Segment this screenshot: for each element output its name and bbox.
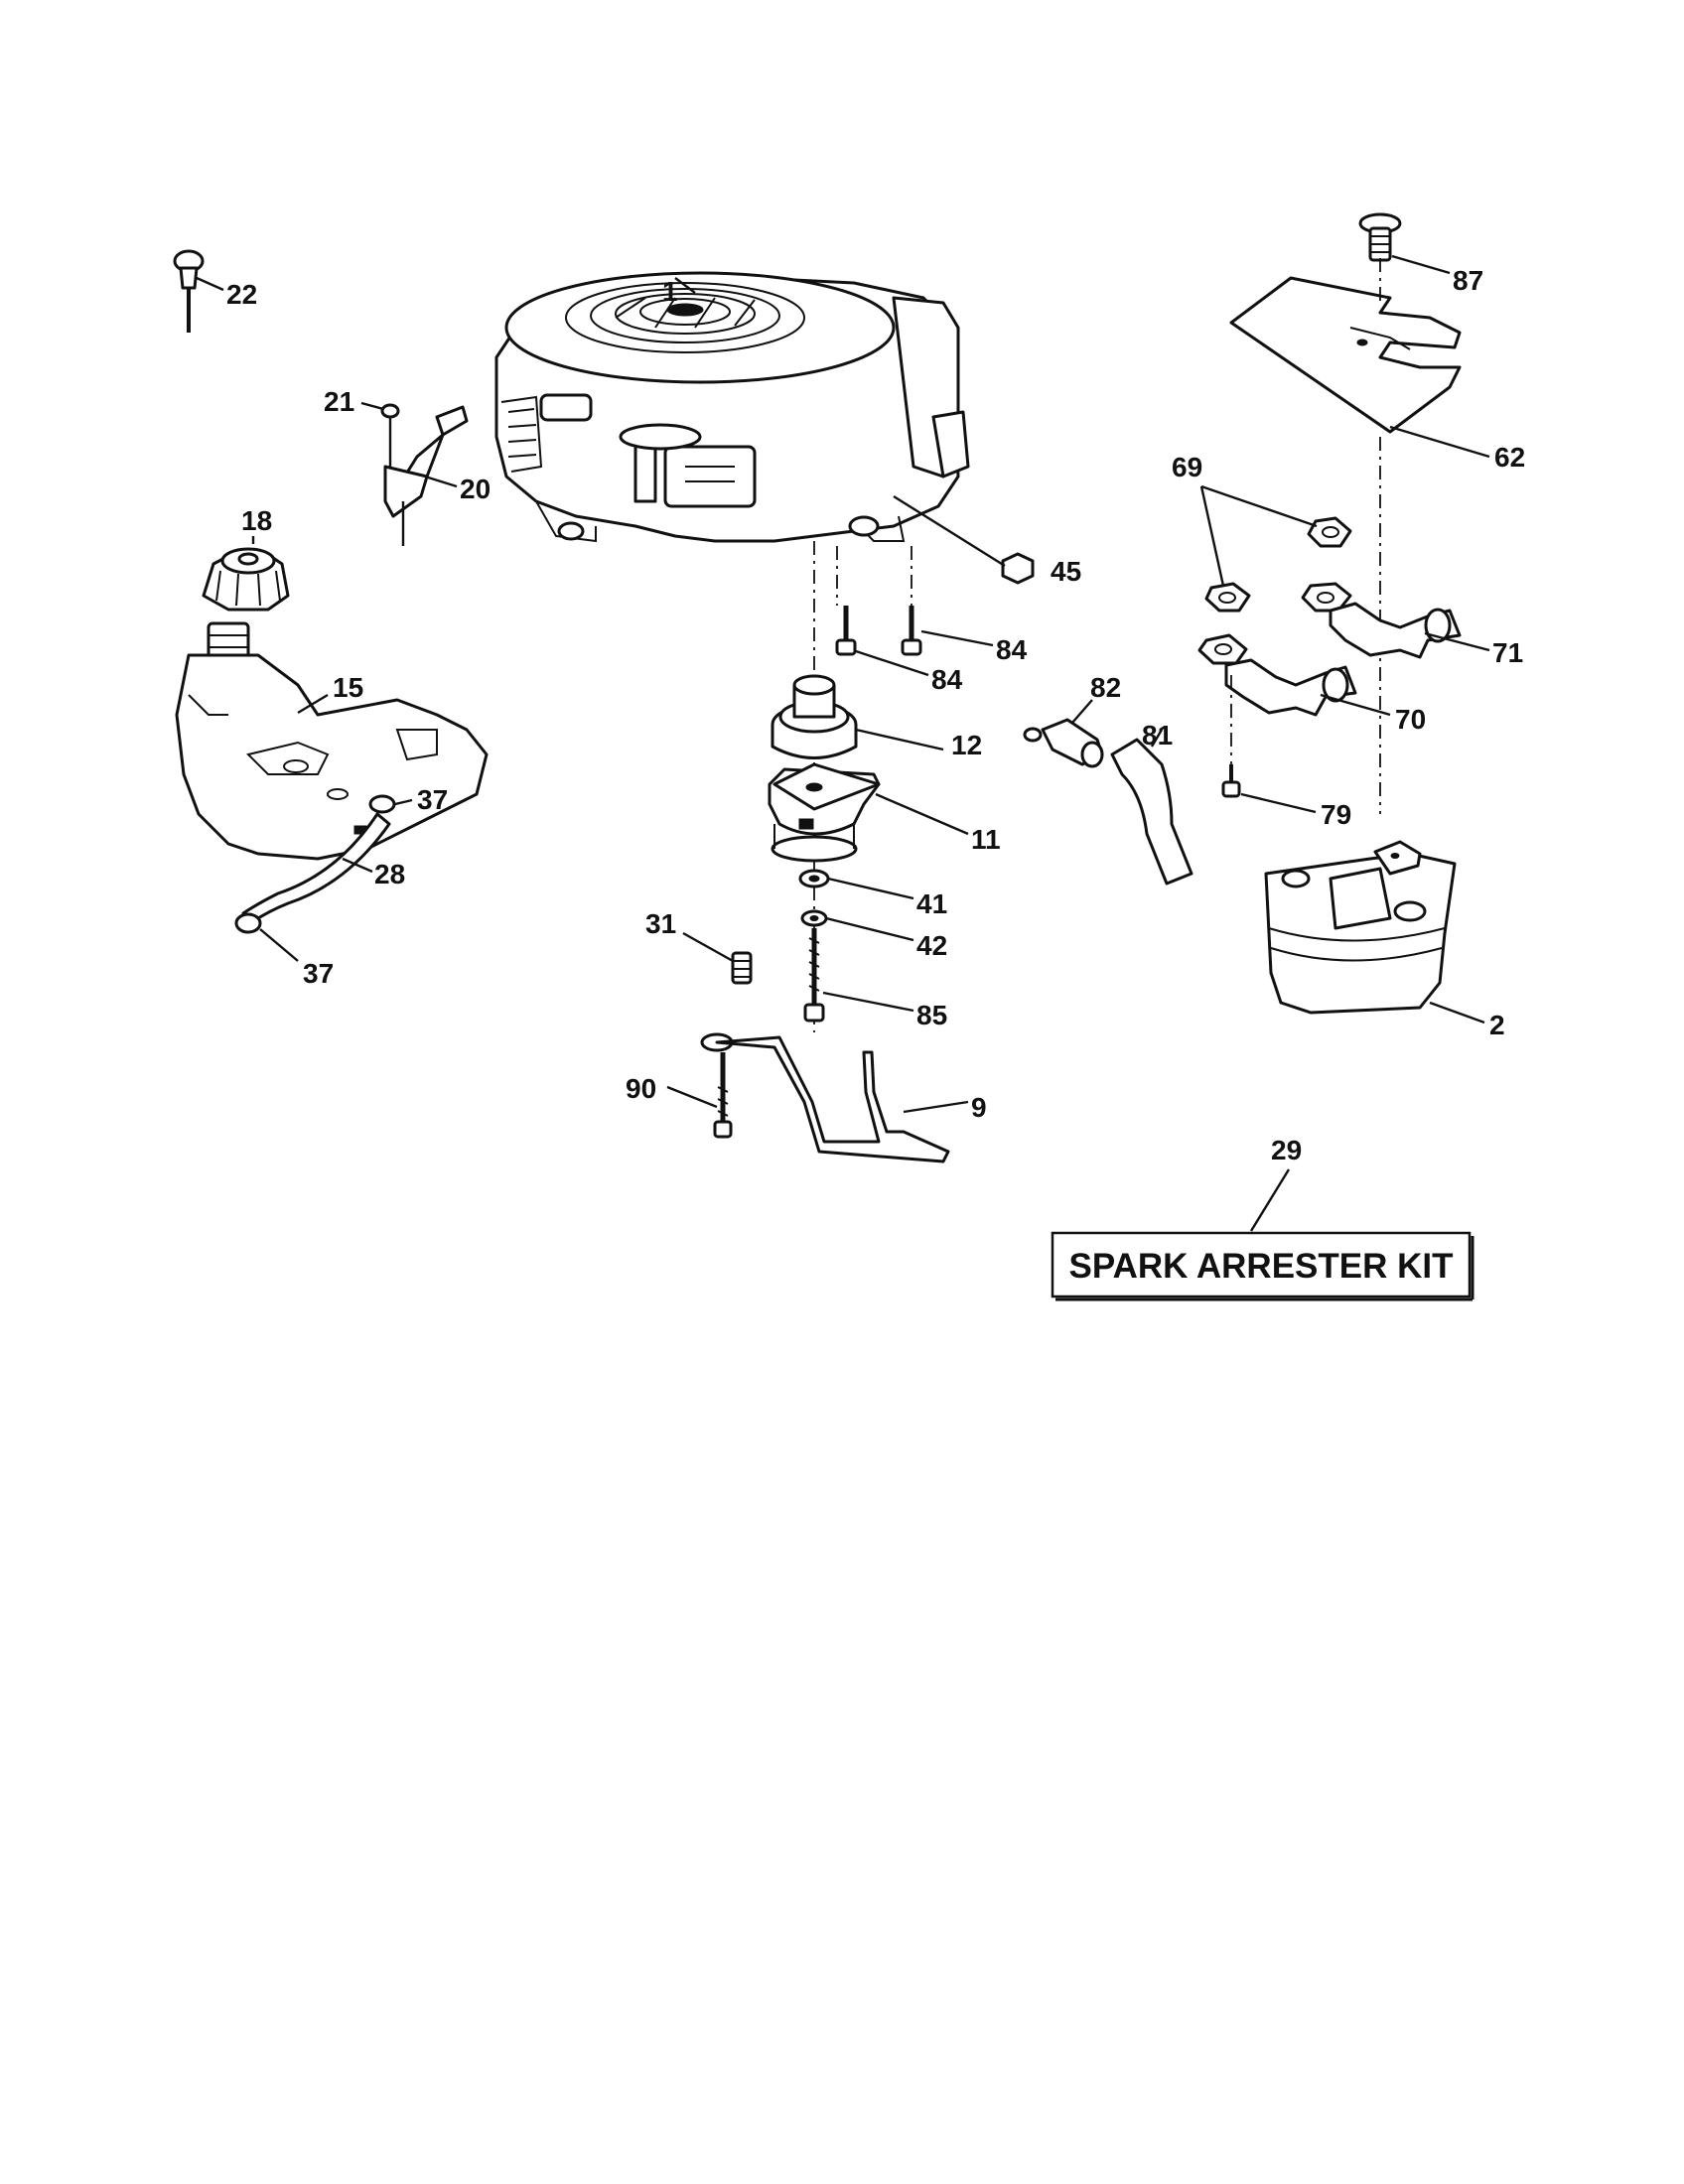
fitting-82-part (1023, 718, 1104, 768)
washer-42-part (800, 909, 828, 927)
callout-2: 2 (1489, 1010, 1505, 1040)
callout-62: 62 (1494, 442, 1525, 473)
callout-41: 41 (916, 888, 947, 919)
exhaust-pipe-70-part (1224, 658, 1357, 717)
callout-29: 29 (1271, 1135, 1302, 1165)
callout-82: 82 (1090, 672, 1121, 703)
callout-12: 12 (951, 730, 982, 760)
bolt-84-right-part (901, 606, 922, 656)
engine-part (494, 271, 970, 543)
gasket-69-part (1197, 516, 1352, 665)
callout-45: 45 (1051, 556, 1081, 587)
callout-21: 21 (324, 386, 354, 417)
muffler-part (1264, 840, 1457, 1015)
callout-28: 28 (374, 859, 405, 889)
nut-45-part (1001, 552, 1035, 585)
callout-42: 42 (916, 930, 947, 961)
callout-85: 85 (916, 1000, 947, 1030)
clutch-bracket-part (700, 1032, 950, 1163)
callout-18: 18 (241, 505, 272, 536)
exhaust-pipe-71-part (1329, 602, 1462, 659)
bushing-31-part (731, 951, 753, 985)
fuel-tank-part (175, 621, 489, 861)
callout-1: 1 (662, 276, 678, 307)
fuel-cap-part (202, 547, 290, 612)
callout-15: 15 (333, 672, 363, 703)
hose-clamp-upper-part (368, 794, 396, 814)
callout-9: 9 (971, 1092, 987, 1123)
callout-69: 69 (1172, 452, 1202, 482)
control-bracket-part (383, 405, 469, 546)
callout-37-upper: 37 (417, 784, 448, 815)
callout-11: 11 (971, 824, 1001, 855)
callout-37-lower: 37 (303, 958, 334, 989)
hose-81-part (1110, 738, 1193, 886)
hose-clamp-lower-part (234, 912, 262, 934)
spark-arrester-kit-label: SPARK ARRESTER KIT (1069, 1247, 1454, 1286)
callout-81: 81 (1142, 720, 1173, 751)
callout-22: 22 (226, 279, 257, 310)
callout-79: 79 (1321, 799, 1351, 830)
electric-clutch-part (768, 762, 881, 863)
bolt-84-left-part (835, 606, 857, 656)
pulley-part (771, 674, 858, 759)
bolt-85-part (803, 928, 825, 1023)
screw-87-part (1358, 212, 1402, 262)
callout-90: 90 (626, 1073, 656, 1104)
bolt-90-part (713, 1052, 733, 1139)
callout-71: 71 (1492, 637, 1523, 668)
dipstick-knob-part (173, 249, 205, 333)
screw-79-part (1221, 675, 1241, 798)
callout-70: 70 (1395, 704, 1426, 735)
screw-21-part (380, 403, 400, 467)
callout-20: 20 (460, 474, 491, 504)
callout-87: 87 (1453, 265, 1483, 296)
callout-31: 31 (645, 908, 676, 939)
heat-shield-part (1229, 276, 1462, 434)
callout-84-left: 84 (931, 664, 963, 695)
callout-84-right: 84 (996, 634, 1028, 665)
spark-arrester-kit-box: SPARK ARRESTER KIT (1051, 1231, 1474, 1301)
washer-41-part (798, 869, 830, 888)
